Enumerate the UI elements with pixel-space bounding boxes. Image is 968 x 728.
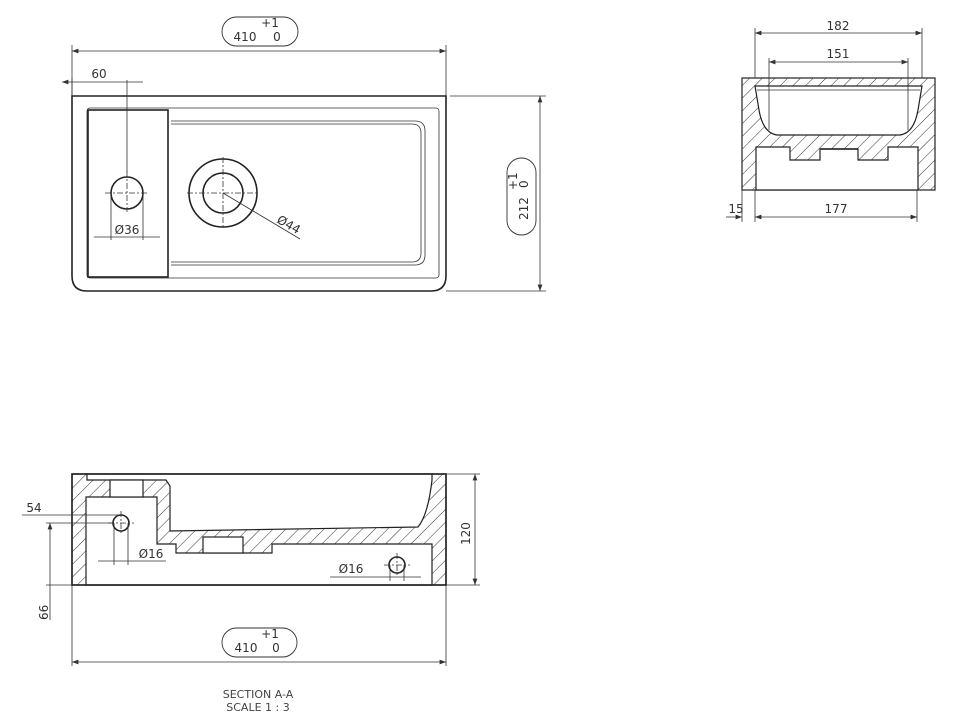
width-dim-pill bbox=[221, 16, 299, 47]
underside-cavity bbox=[755, 146, 919, 191]
bowl-cavity bbox=[86, 473, 433, 532]
drain-opening bbox=[202, 536, 244, 554]
side-view: 182 151 177 15 bbox=[726, 19, 936, 222]
tap-deck bbox=[87, 109, 169, 278]
hole-offset-top-dim: 54 bbox=[26, 501, 41, 515]
section-width-pill bbox=[221, 627, 298, 658]
wall-dim: 15 bbox=[728, 202, 743, 216]
width-nominal: 410 bbox=[234, 30, 257, 44]
outer-width-dim: 182 bbox=[827, 19, 850, 33]
bowl-width-dim: 151 bbox=[827, 47, 850, 61]
section-a-a: 54 66 Ø16 Ø16 120 +1 410 0 SECTION A-A S… bbox=[22, 473, 480, 714]
depth-lower-tol: 0 bbox=[517, 180, 531, 188]
bowl-section bbox=[754, 85, 923, 136]
base-width-dim: 177 bbox=[825, 202, 848, 216]
depth-dim-pill bbox=[506, 157, 537, 236]
tap-offset-dim: 60 bbox=[91, 67, 106, 81]
depth-nominal: 212 bbox=[517, 197, 531, 220]
drain-leader bbox=[222, 192, 301, 240]
tap-hole-opening bbox=[109, 479, 144, 498]
tap-hole-dim: Ø36 bbox=[115, 223, 140, 237]
left-hole-dim: Ø16 bbox=[139, 547, 164, 561]
drain-hole-dim: Ø44 bbox=[275, 212, 303, 236]
basin-outline bbox=[71, 95, 447, 292]
section-scale: SCALE 1 : 3 bbox=[226, 701, 289, 714]
section-width-nominal: 410 bbox=[235, 641, 258, 655]
hole-offset-bottom-dim: 66 bbox=[37, 605, 51, 620]
width-upper-tol: +1 bbox=[261, 16, 279, 30]
section-width-lower-tol: 0 bbox=[272, 641, 280, 655]
depth-upper-tol: +1 bbox=[506, 172, 520, 190]
top-view: +1 410 0 60 Ø36 Ø44 212 0 +1 bbox=[62, 16, 546, 292]
basin-rim bbox=[86, 107, 440, 279]
height-dim: 120 bbox=[459, 522, 473, 545]
section-width-upper-tol: +1 bbox=[261, 627, 279, 641]
right-hole-dim: Ø16 bbox=[339, 562, 364, 576]
bowl-edge bbox=[171, 120, 426, 266]
section-caption: SECTION A-A bbox=[223, 688, 294, 701]
width-lower-tol: 0 bbox=[273, 30, 281, 44]
